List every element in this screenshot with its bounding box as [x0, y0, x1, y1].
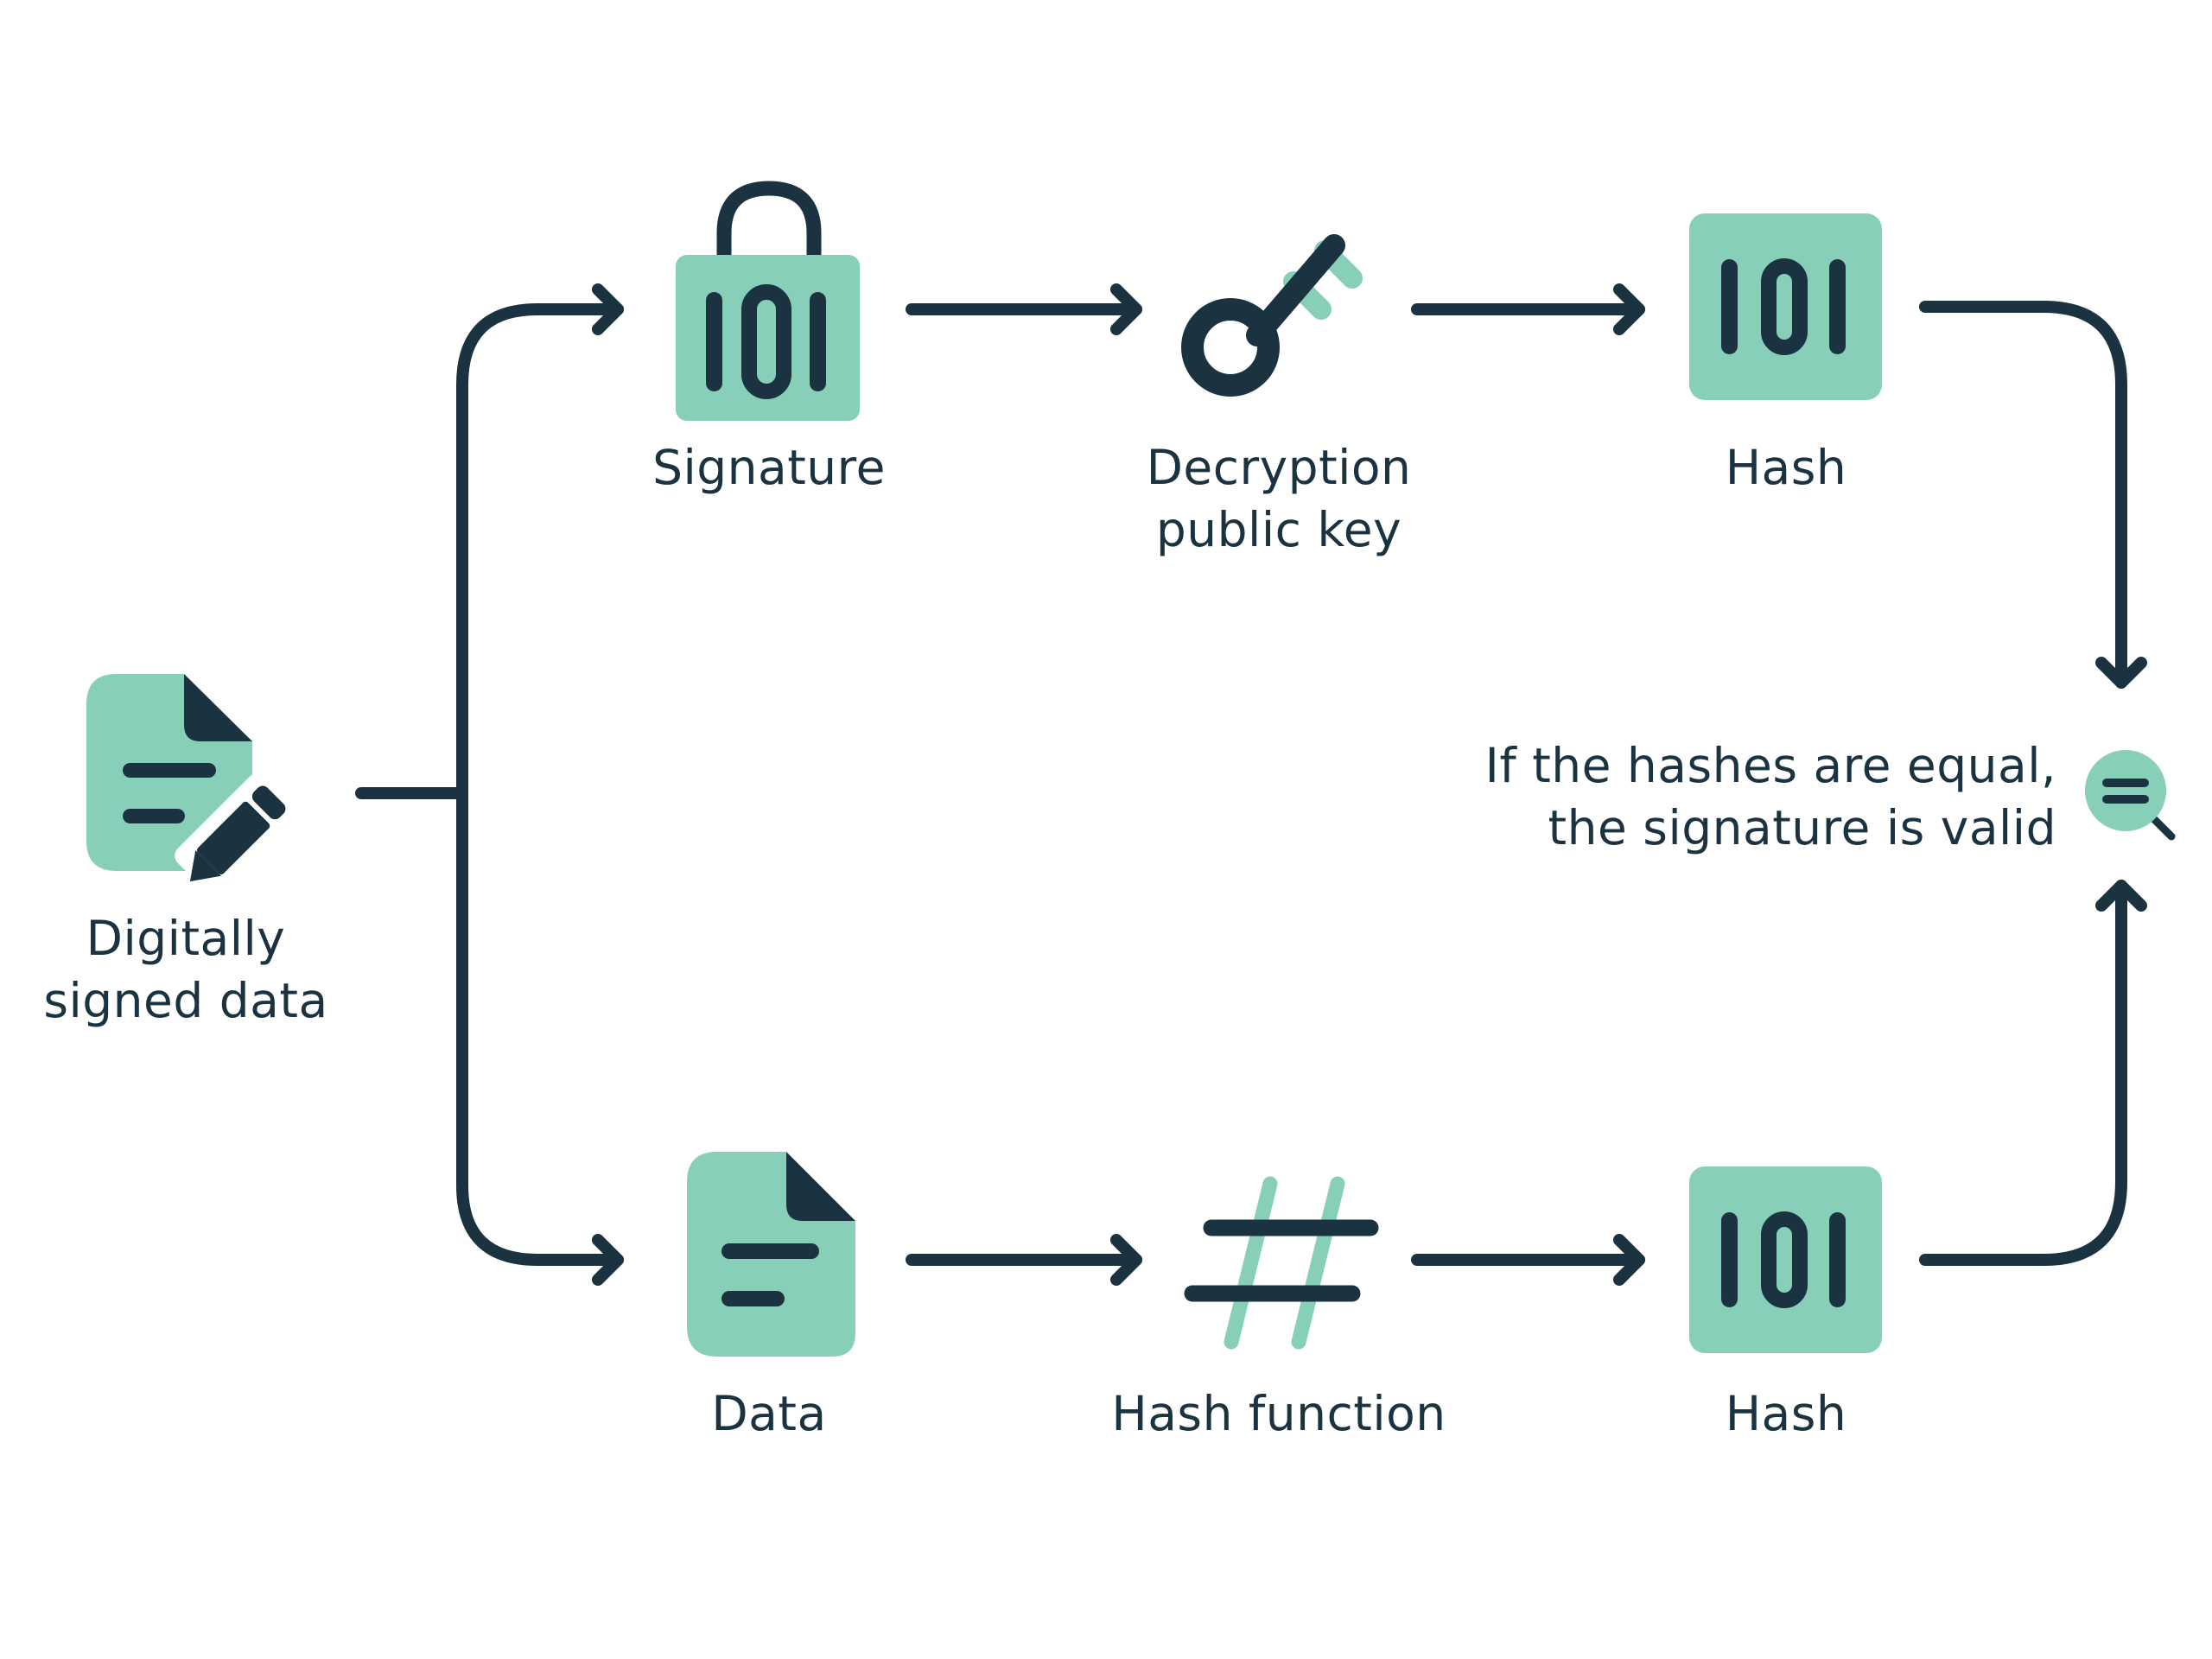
connector-split-to-signature [456, 303, 624, 799]
label-line: Hash function [1111, 1386, 1446, 1441]
connector-hash-bottom-to-result [1919, 880, 2127, 1266]
label-line: signed data [43, 973, 328, 1028]
binary-hash-icon-bottom [1689, 1166, 1882, 1353]
label-line: Signature [652, 440, 886, 495]
signed-document-icon [86, 674, 299, 897]
label-data: Data [596, 1382, 942, 1445]
key-icon [1181, 234, 1363, 397]
label-hash-bottom: Hash [1613, 1382, 1959, 1445]
label-line: Hash [1725, 1386, 1847, 1441]
connectors [355, 283, 2147, 1286]
arrowhead-result-bottom [2095, 880, 2147, 912]
binary-hash-icon-top [1689, 213, 1882, 400]
document-icon [687, 1152, 855, 1357]
arrowhead-hash-bottom [1613, 1234, 1645, 1286]
label-signature: Signature [596, 436, 942, 499]
label-line: the signature is valid [1548, 800, 2056, 855]
connector-hash-top-to-result [1919, 301, 2127, 689]
label-result: If the hashes are equal, the signature i… [1348, 734, 2056, 859]
arrowhead-hash-function [1110, 1234, 1142, 1286]
hash-symbol-icon [1184, 1176, 1379, 1350]
label-hash-function: Hash function [1080, 1382, 1478, 1445]
label-line: Decryption [1146, 440, 1412, 495]
label-line: If the hashes are equal, [1484, 738, 2056, 793]
label-line: Data [711, 1386, 827, 1441]
arrowhead-key [1110, 283, 1142, 335]
label-line: public key [1155, 502, 1402, 557]
connector-split-to-data [456, 787, 624, 1266]
label-line: Hash [1725, 440, 1847, 495]
arrowhead-result-top [2095, 657, 2147, 689]
label-decryption-public-key: Decryption public key [1097, 436, 1460, 561]
label-line: Digitally [86, 911, 286, 966]
arrowhead-signature [592, 283, 624, 335]
equals-magnifier-icon [2085, 750, 2176, 841]
label-hash-top: Hash [1613, 436, 1959, 499]
arrowhead-data [592, 1234, 624, 1286]
label-digitally-signed-data: Digitally signed data [17, 907, 354, 1032]
padlock-binary-icon [676, 181, 860, 421]
arrowhead-hash-top [1613, 283, 1645, 335]
